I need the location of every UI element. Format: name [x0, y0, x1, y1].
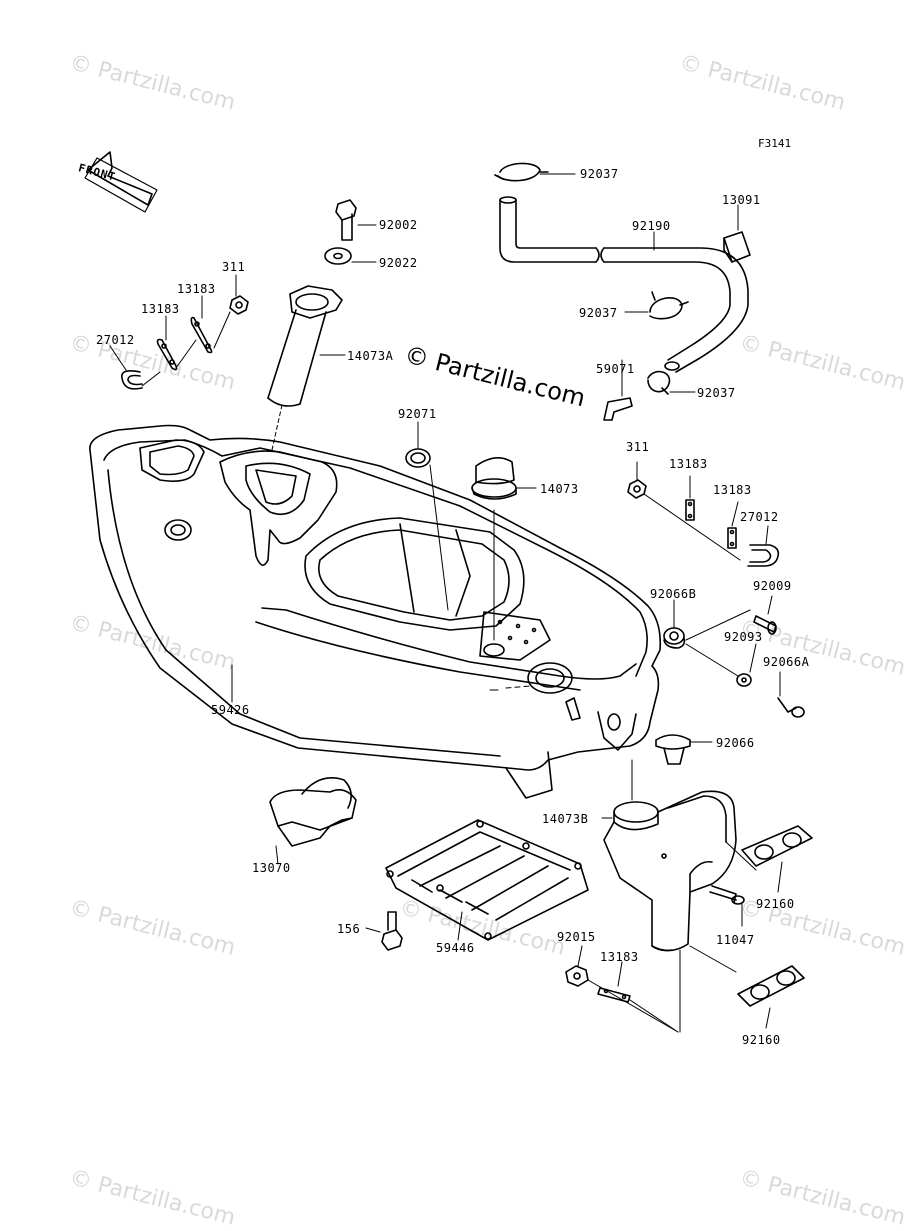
- hull-59426: [89, 424, 662, 799]
- gasket-92160-lower: [737, 965, 805, 1029]
- part-label[interactable]: 156: [337, 922, 361, 936]
- part-label[interactable]: 59426: [211, 703, 250, 717]
- plate-13183-lower: [597, 961, 679, 1033]
- grommet-92066B: [663, 599, 751, 677]
- plate-13183-left-upper: [190, 295, 231, 354]
- grommet-92066: [655, 734, 713, 765]
- gasket-92160-upper: [741, 825, 813, 893]
- hose-clamp-92037-mid: [624, 291, 689, 320]
- hose-92190: [499, 196, 749, 373]
- screw-92066A: [777, 671, 805, 718]
- part-label[interactable]: 92037: [579, 306, 618, 320]
- part-label[interactable]: 13091: [722, 193, 761, 207]
- fitting-59071: [603, 359, 633, 421]
- part-label[interactable]: 92002: [379, 218, 418, 232]
- part-label[interactable]: 14073: [540, 482, 579, 496]
- washer-92093: [736, 643, 757, 687]
- part-label[interactable]: 311: [626, 440, 650, 454]
- duct-14073B: [601, 759, 757, 1033]
- part-label[interactable]: 92037: [697, 386, 736, 400]
- figure-code: F3141: [758, 137, 792, 150]
- part-label[interactable]: 27012: [740, 510, 779, 524]
- screw-92009: [753, 595, 777, 635]
- bolt-11047: [709, 885, 745, 927]
- cover-13070: [269, 777, 357, 865]
- tube-14073A: [267, 285, 346, 451]
- part-label[interactable]: 92066B: [650, 587, 697, 601]
- part-label[interactable]: 11047: [716, 933, 755, 947]
- washer-92022: [324, 247, 377, 265]
- part-label[interactable]: 59071: [596, 362, 635, 376]
- exploded-view-drawing: [84, 151, 813, 1033]
- part-label[interactable]: 13070: [252, 861, 291, 875]
- part-label[interactable]: 14073B: [542, 812, 589, 826]
- part-label[interactable]: 92093: [724, 630, 763, 644]
- part-label[interactable]: 27012: [96, 333, 135, 347]
- u-bolt-27012-right: [747, 525, 780, 567]
- nut-311-left: [229, 274, 249, 315]
- clip-13091: [723, 204, 751, 263]
- hose-clamp-92037-top: [494, 162, 576, 182]
- part-label[interactable]: 92022: [379, 256, 418, 270]
- part-label[interactable]: 13183: [713, 483, 752, 497]
- bolt-92002: [335, 199, 377, 241]
- plate-13183-right-lower: [727, 501, 739, 549]
- part-label[interactable]: 92160: [756, 897, 795, 911]
- part-label[interactable]: 92066: [716, 736, 755, 750]
- part-label[interactable]: 92066A: [763, 655, 810, 669]
- part-label[interactable]: 13183: [600, 950, 639, 964]
- part-label[interactable]: 59446: [436, 941, 475, 955]
- cap-14073: [471, 457, 537, 641]
- hose-clamp-92037-low: [647, 370, 696, 395]
- front-arrow-icon: [84, 151, 158, 213]
- u-bolt-27012-left: [109, 345, 161, 390]
- part-label[interactable]: 13183: [669, 457, 708, 471]
- grate-59446: [385, 819, 589, 941]
- part-label[interactable]: 92160: [742, 1033, 781, 1047]
- part-label[interactable]: 92009: [753, 579, 792, 593]
- part-label[interactable]: 311: [222, 260, 246, 274]
- part-label[interactable]: 92190: [632, 219, 671, 233]
- plate-13183-right-upper: [685, 475, 695, 521]
- nut-311-right: [627, 461, 741, 561]
- part-label[interactable]: 13183: [177, 282, 216, 296]
- seal-92071: [405, 421, 449, 611]
- part-label[interactable]: 92037: [580, 167, 619, 181]
- parts-diagram: © Partzilla.com © Partzilla.com © Partzi…: [67, 50, 908, 1230]
- part-label[interactable]: 92015: [557, 930, 596, 944]
- part-label[interactable]: 14073A: [347, 349, 394, 363]
- plate-13183-left-lower: [156, 315, 197, 371]
- part-label[interactable]: 92071: [398, 407, 437, 421]
- bolt-156: [365, 911, 403, 951]
- part-label[interactable]: 13183: [141, 302, 180, 316]
